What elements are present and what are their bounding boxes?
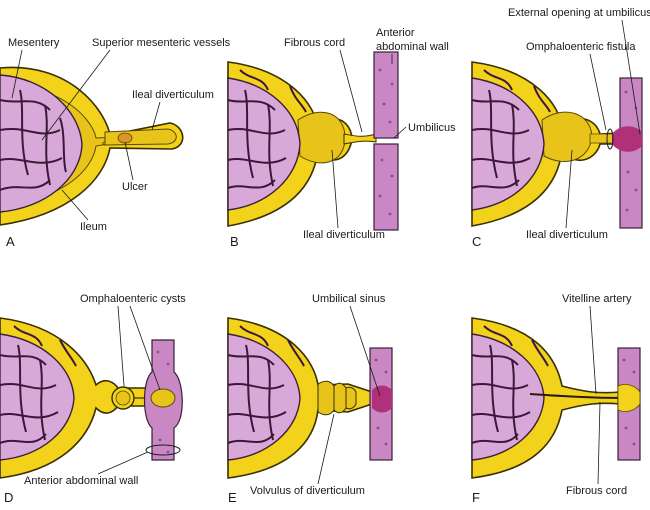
label-mesentery: Mesentery: [8, 37, 60, 49]
label-ulcer: Ulcer: [122, 181, 148, 193]
mesentery-e: [227, 333, 301, 461]
mesentery-a: [0, 74, 83, 213]
vessels-a: [0, 89, 67, 191]
diverticulum-a: [104, 128, 177, 146]
label-ileal-diverticulum-a: Ileal diverticulum: [132, 89, 214, 101]
panel-d: Omphaloenteric cysts Anterior abdominal …: [0, 293, 186, 505]
abdominal-wall-c: [619, 77, 643, 229]
label-fibrous-cord-f: Fibrous cord: [566, 485, 627, 497]
wall-dots-b: [378, 68, 394, 216]
panel-e: Umbilical sinus Volvulus of diverticulum…: [227, 293, 393, 505]
panel-letter-d: D: [4, 490, 13, 505]
label-fibrous-cord-b: Fibrous cord: [284, 37, 345, 49]
panel-b: Fibrous cord Anterior abdominal wall Umb…: [227, 27, 456, 249]
vessels-d: [0, 325, 77, 444]
external-opening-c: [612, 126, 642, 152]
fistula-ring-c: [606, 128, 614, 150]
wall-ring-d: [145, 444, 181, 456]
label-omphaloenteric-cysts: Omphaloenteric cysts: [80, 293, 186, 305]
vessels-f: [471, 325, 549, 444]
label-abdominal-wall-b: abdominal wall: [376, 41, 449, 53]
omphaloenteric-cyst-1-inner: [115, 390, 131, 406]
volvulus-twist-e: [317, 380, 357, 416]
panel-letter-a: A: [6, 234, 15, 249]
wall-dots-d: [156, 350, 170, 454]
ulcer-a: [117, 132, 133, 144]
panel-letter-e: E: [228, 490, 237, 505]
panel-a: Mesentery Superior mesenteric vessels Il…: [0, 37, 231, 249]
umbilicus-plug-f: [617, 384, 641, 412]
abdominal-wall-b-bottom: [373, 143, 399, 231]
label-ileum: Ileum: [80, 221, 107, 233]
panel-letter-f: F: [472, 490, 480, 505]
omphaloenteric-cyst-2: [150, 388, 176, 408]
vessels-b: [227, 69, 307, 189]
label-volvulus-of-diverticulum: Volvulus of diverticulum: [250, 485, 365, 497]
vessels-c: [471, 69, 551, 189]
label-ileal-diverticulum-c: Ileal diverticulum: [526, 229, 608, 241]
label-umbilicus: Umbilicus: [408, 122, 456, 134]
panel-letter-c: C: [472, 234, 481, 249]
wall-dots-f: [622, 358, 636, 446]
diverticulum-b: [297, 111, 346, 164]
abdominal-wall-b-top: [373, 51, 399, 139]
label-umbilical-sinus: Umbilical sinus: [312, 293, 386, 305]
label-external-opening: External opening at umbilicus: [508, 7, 650, 19]
panel-letter-b: B: [230, 234, 239, 249]
panel-f: Vitelline artery Fibrous cord F: [471, 293, 641, 505]
diverticulum-c: [541, 111, 593, 162]
vitelline-artery-f: [529, 393, 627, 399]
label-anterior-b: Anterior: [376, 27, 415, 39]
label-ileal-diverticulum-b: Ileal diverticulum: [303, 229, 385, 241]
label-omphaloenteric-fistula: Omphaloenteric fistula: [526, 41, 636, 53]
mesentery-f: [471, 333, 545, 461]
label-vitelline-artery: Vitelline artery: [562, 293, 632, 305]
wall-dots-e: [374, 358, 388, 446]
panel-c: External opening at umbilicus Omphaloent…: [471, 7, 650, 249]
fibrous-cord-b: [343, 133, 377, 145]
label-superior-mesenteric-vessels: Superior mesenteric vessels: [92, 37, 231, 49]
mesentery-d: [0, 333, 75, 461]
vessels-e: [227, 325, 305, 444]
label-anterior-abdominal-wall-d: Anterior abdominal wall: [24, 475, 138, 487]
umbilical-sinus-e: [372, 385, 392, 413]
